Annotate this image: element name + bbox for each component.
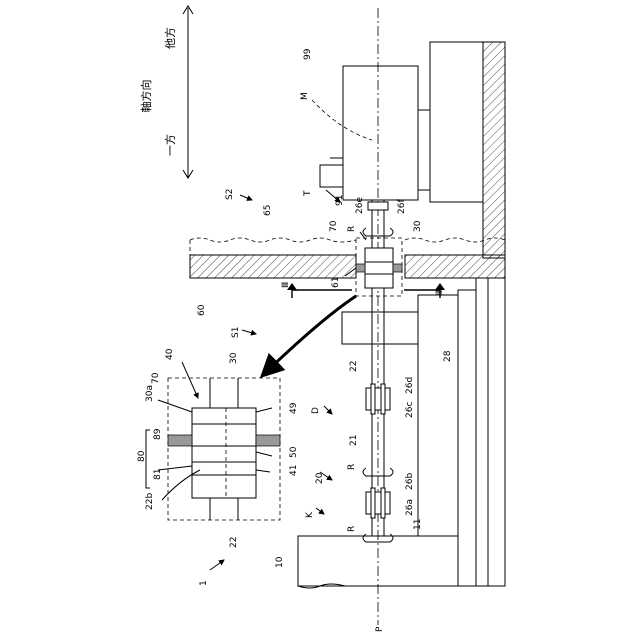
detail-ref-49: 49 [289,402,299,414]
ref-11: 11 [413,519,423,530]
coupling-26ef [368,202,388,210]
ref-61: 61 [331,277,341,288]
ref-S2: S2 [225,189,235,200]
ref-R-top: R [347,226,357,232]
detail-ref-41: 41 [289,465,299,476]
ref-21: 21 [349,435,359,446]
detail-ref-40: 40 [165,348,175,360]
ref-R-mid: R [347,464,357,470]
axial-direction-indicator: 他方 一方 軸方向 [139,6,193,178]
floor-plate-60 [190,238,505,278]
ref-10: 10 [275,556,285,568]
detail-ref-30a: 30a [145,385,155,402]
ref-T: T [303,190,313,197]
ref-26c: 26c [405,402,415,418]
ref-60: 60 [197,304,207,316]
ref-26a: 26a [405,499,415,516]
ref-99: 99 [303,48,313,60]
label-one-side: 一方 [163,134,177,156]
ref-III-right: Ⅲ [435,290,445,296]
ref-65: 65 [263,205,273,216]
ref-R-bottom: R [347,526,357,532]
motor-99 [320,66,430,200]
ref-26d: 26d [405,377,415,394]
ref-M: M [300,92,310,100]
ref-26f: 26f [397,199,407,214]
detail-ref-81: 81 [153,469,163,480]
ref-III-left: Ⅲ [281,282,291,288]
coupling-26ab [366,488,390,518]
coupling-26cd [366,384,390,414]
detail-ref-30-top: 30 [229,352,239,364]
ref-26b: 26b [405,473,415,490]
ref-S1: S1 [231,327,241,338]
ref-22: 22 [349,361,359,372]
seal-assembly-70 [356,238,402,296]
detail-ref-89: 89 [153,428,163,440]
label-other-side: 他方 [163,27,177,49]
support-block-28 [342,312,418,344]
ref-20: 20 [315,472,325,484]
frame-wall [430,42,505,258]
ref-30: 30 [413,220,423,232]
detail-view [168,378,280,520]
ref-1: 1 [199,580,209,586]
ref-26e: 26e [355,197,365,214]
detail-ref-22b: 22b [145,493,155,510]
label-axial-direction: 軸方向 [139,80,153,113]
ref-K: K [305,511,315,518]
detail-ref-22: 22 [229,537,239,548]
ref-D: D [311,407,321,414]
ref-28: 28 [443,350,453,362]
detail-ref-50: 50 [289,446,299,458]
ref-91: 91 [335,195,345,206]
ref-70: 70 [329,220,339,232]
detail-ref-70: 70 [151,372,161,384]
ref-P: P [375,626,385,632]
